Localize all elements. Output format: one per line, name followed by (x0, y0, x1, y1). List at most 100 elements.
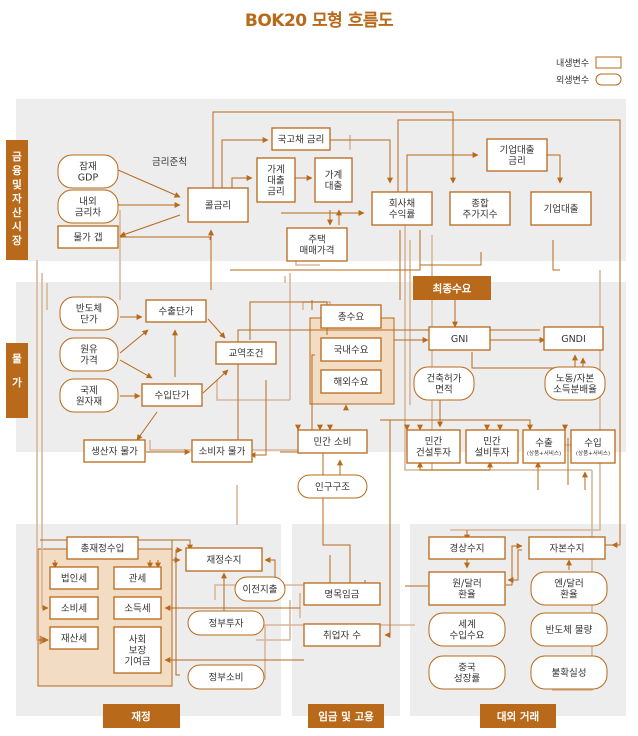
node-label: 엔/달러 (554, 577, 583, 589)
node-property-tax: 재산세 (49, 626, 99, 650)
node-transfer: 이전지출 (234, 576, 286, 602)
node-label: 가계 (267, 163, 284, 175)
node-label: 기업대출 (544, 203, 579, 215)
node-box (428, 612, 506, 647)
node-nominal-wage: 명목임금 (303, 582, 381, 606)
node-box (530, 191, 592, 226)
diagram-title: BOK20 모형 흐름도 (244, 11, 394, 31)
node-label: 가격 (80, 354, 97, 366)
node-label: 반도체 물량 (546, 624, 593, 636)
node-gov-investment: 정부투자 (187, 610, 265, 636)
node-box (530, 571, 608, 606)
node-label: GDP (78, 172, 99, 183)
node-label: 설비투자 (475, 447, 510, 458)
node-box (256, 157, 296, 203)
node-box (59, 296, 119, 331)
legend-endogenous-label: 내생변수 (556, 58, 589, 69)
node-label: 취업자 수 (323, 629, 361, 641)
node-label: GNDI (561, 334, 586, 345)
node-gndi: GNDI (543, 326, 604, 351)
section-prices-tab (6, 343, 28, 418)
section-final-demand-tab (413, 276, 491, 300)
node-label: 소비세 (61, 603, 87, 614)
node-total-revenue: 총재정수입 (66, 536, 139, 560)
node-box (320, 337, 382, 362)
node-box (530, 612, 608, 647)
node-box (49, 566, 99, 590)
node-label: 내외 (79, 195, 96, 207)
node-sublabel: (상품+서비스) (527, 449, 561, 457)
node-label: 기업대출 (500, 144, 535, 156)
node-box (486, 138, 548, 172)
node-label: 총재정수입 (81, 542, 125, 554)
node-exports: 수출(상품+서비스) (522, 429, 566, 464)
node-ppi: 생산자 물가 (83, 439, 146, 463)
node-label: 회사채 (389, 198, 415, 209)
node-fiscal-balance: 재정수지 (185, 547, 263, 572)
node-label: 민간 소비 (314, 437, 352, 448)
node-label: 경상수지 (450, 542, 485, 554)
node-box (303, 623, 381, 647)
node-label: 정부투자 (209, 618, 244, 629)
section-finance-tab (6, 140, 28, 260)
node-label: 원유 (80, 344, 98, 355)
node-box (570, 429, 616, 464)
node-label: 보장 (129, 645, 147, 656)
node-box (320, 369, 382, 394)
node-box (49, 626, 99, 650)
node-box (83, 439, 146, 463)
section-wage-tab (308, 704, 384, 728)
section-fiscal-tab (103, 704, 180, 728)
node-label: 금리 (267, 186, 284, 197)
node-label: 재정수지 (207, 555, 242, 566)
node-label: 민간 (483, 436, 501, 447)
node-domestic-demand: 국내수요 (320, 337, 382, 362)
node-box (544, 366, 606, 401)
node-label: 환율 (458, 588, 476, 600)
node-label: 중국 (458, 662, 476, 673)
node-uncertainty: 불확실성 (530, 655, 608, 690)
node-box (371, 191, 433, 226)
node-consumption-tax: 소비세 (49, 596, 99, 620)
node-label: 정부소비 (209, 672, 244, 683)
node-label: 매매가격 (300, 244, 335, 256)
node-label: 잠재 (79, 161, 96, 172)
node-imports: 수입(상품+서비스) (570, 429, 616, 464)
node-box (522, 429, 566, 464)
node-box (141, 383, 203, 407)
node-label: 금리 (508, 156, 525, 167)
node-box (234, 576, 286, 602)
node-box (530, 655, 608, 690)
node-box (286, 227, 348, 262)
node-label: 기여금 (124, 655, 150, 667)
node-label: 인구구조 (315, 482, 350, 493)
node-label: 수입수요 (450, 629, 485, 641)
node-label: 건축허가 (427, 373, 462, 384)
node-cpi: 소비자 물가 (191, 439, 253, 463)
node-employment: 취업자 수 (303, 623, 381, 647)
node-label: 수익률 (389, 208, 415, 220)
node-box (59, 337, 119, 372)
legend-endogenous-swatch (595, 56, 622, 69)
node-box (57, 189, 119, 224)
section-external-label: 대외 거래 (497, 710, 539, 723)
node-gov-bond-rate: 국고채 금리 (271, 127, 331, 151)
node-box (59, 378, 119, 413)
node-box (271, 127, 331, 151)
node-income-tax: 소득세 (113, 596, 162, 620)
node-population: 인구구조 (297, 474, 368, 499)
node-box (528, 536, 606, 560)
node-label: 관세 (129, 573, 146, 584)
